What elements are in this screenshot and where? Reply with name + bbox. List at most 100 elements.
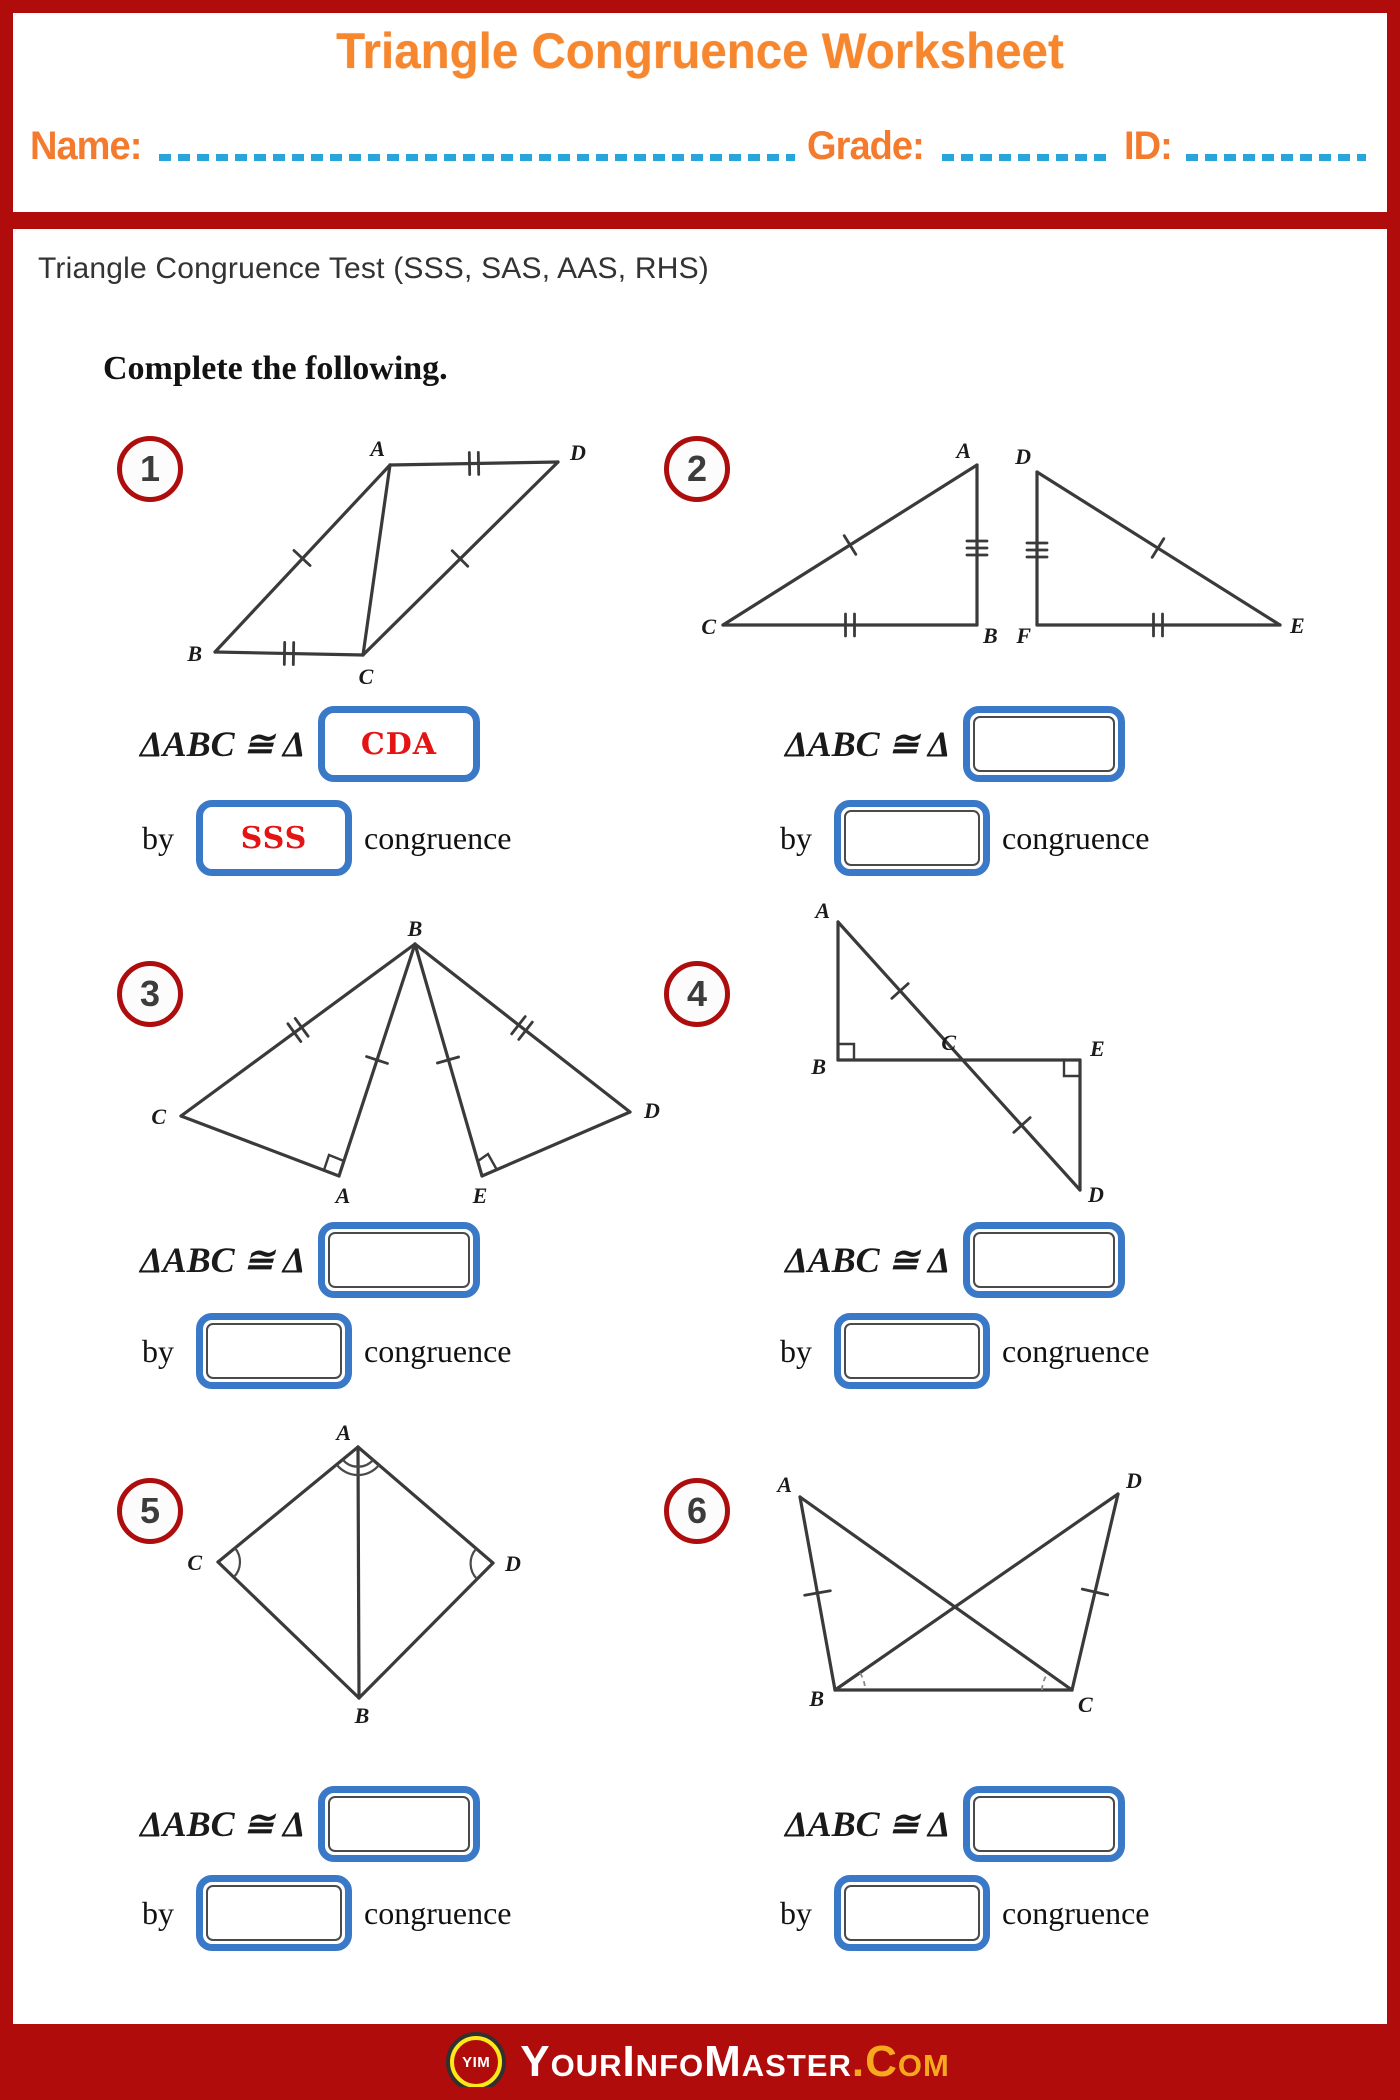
vertex-label: D xyxy=(1087,1182,1104,1207)
problem-1-number-badge: 1 xyxy=(117,436,183,502)
answer-box-inner xyxy=(844,810,980,866)
vertex-label: E xyxy=(1289,613,1305,638)
problem-2-test-row: by congruence xyxy=(780,796,1149,880)
problem-3-diagram: B C A E D xyxy=(151,920,660,1208)
statement-prefix: ΔABC ≅ Δ xyxy=(785,1804,951,1844)
vertex-label: B xyxy=(354,1703,370,1728)
problem-6-test-answer-box[interactable] xyxy=(834,1875,990,1951)
by-label: by xyxy=(142,819,174,856)
problem-2-statement-row: ΔABC ≅ Δ xyxy=(785,702,1125,786)
vertex-label: A xyxy=(813,900,830,923)
vertex-label: C xyxy=(941,1030,956,1055)
problem-4-statement-row: ΔABC ≅ Δ xyxy=(785,1218,1125,1302)
worksheet-subtitle: Triangle Congruence Test (SSS, SAS, AAS,… xyxy=(38,252,709,285)
congruence-label: congruence xyxy=(364,1894,512,1931)
vertex-label: A xyxy=(775,1472,792,1497)
statement-prefix: ΔABC ≅ Δ xyxy=(140,724,306,764)
vertex-label: C xyxy=(1078,1692,1093,1717)
congruence-label: congruence xyxy=(1002,819,1150,856)
vertex-label: C xyxy=(151,1104,166,1129)
answer-box-inner xyxy=(206,1323,342,1379)
vertex-label: B xyxy=(810,1054,826,1079)
problem-4-diagram: A B C E D xyxy=(810,900,1105,1207)
problem-6-test-row: by congruence xyxy=(780,1871,1149,1955)
vertex-label: A xyxy=(334,1425,351,1445)
problem-3-test-answer-box[interactable] xyxy=(196,1313,352,1389)
vertex-label: C xyxy=(359,664,374,689)
problem-6-diagram: A D B C xyxy=(775,1468,1142,1717)
answer-box-inner xyxy=(844,1885,980,1941)
vertex-label: A xyxy=(334,1183,351,1208)
answer-box-inner xyxy=(973,716,1115,772)
problem-3-test-row: by congruence xyxy=(142,1309,511,1393)
instruction-text: Complete the following. xyxy=(103,350,448,387)
problem-1-test-row: by SSS congruence xyxy=(142,796,511,880)
by-label: by xyxy=(142,1894,174,1931)
vertex-label: F xyxy=(1015,623,1031,648)
vertex-label: E xyxy=(472,1183,488,1208)
problem-4-test-answer-box[interactable] xyxy=(834,1313,990,1389)
by-label: by xyxy=(780,1332,812,1369)
by-label: by xyxy=(780,1894,812,1931)
id-input-line[interactable] xyxy=(1186,154,1366,161)
statement-prefix: ΔABC ≅ Δ xyxy=(785,724,951,764)
vertex-label: A xyxy=(954,438,971,463)
problem-1-statement-row: ΔABC ≅ Δ CDA xyxy=(140,702,480,786)
problem-5-diagram: A C D B xyxy=(187,1425,521,1728)
answer-box-inner xyxy=(844,1323,980,1379)
answer-box-inner xyxy=(328,1796,470,1852)
statement-prefix: ΔABC ≅ Δ xyxy=(140,1240,306,1280)
answer-box-inner xyxy=(206,1885,342,1941)
problem-4-number-badge: 4 xyxy=(664,961,730,1027)
problem-6-triangle-answer-box[interactable] xyxy=(963,1786,1125,1862)
vertex-label: D xyxy=(1014,444,1031,469)
vertex-label: E xyxy=(1089,1036,1105,1061)
problem-3-statement-row: ΔABC ≅ Δ xyxy=(140,1218,480,1302)
statement-prefix: ΔABC ≅ Δ xyxy=(785,1240,951,1280)
vertex-label: B xyxy=(982,623,998,648)
problem-2-number-badge: 2 xyxy=(664,436,730,502)
site-name: YourInfoMaster xyxy=(520,2037,852,2086)
vertex-label: B xyxy=(186,641,202,666)
congruence-label: congruence xyxy=(1002,1332,1150,1369)
vertex-label: D xyxy=(643,1098,660,1123)
problem-2-diagram: A D C B F E xyxy=(701,438,1305,648)
problem-2-triangle-answer-box[interactable] xyxy=(963,706,1125,782)
red-divider xyxy=(0,212,1400,229)
site-tld: .Com xyxy=(851,2037,950,2086)
problem-5-test-row: by congruence xyxy=(142,1871,511,1955)
grade-input-line[interactable] xyxy=(941,154,1112,161)
vertex-label: D xyxy=(504,1551,521,1576)
name-input-line[interactable] xyxy=(159,154,795,161)
problem-1-triangle-answer-box[interactable]: CDA xyxy=(318,706,480,782)
vertex-label: C xyxy=(701,614,716,639)
problem-6-number-badge: 6 xyxy=(664,1478,730,1544)
id-label: ID: xyxy=(1123,124,1173,168)
site-link[interactable]: YourInfoMaster.Com xyxy=(520,2040,950,2084)
problem-1-triangle-answer: CDA xyxy=(360,726,438,762)
problem-5-triangle-answer-box[interactable] xyxy=(318,1786,480,1862)
problem-1-test-answer-box[interactable]: SSS xyxy=(196,800,352,876)
student-info-row: Name: Grade: ID: xyxy=(30,112,1366,168)
yim-logo: YIM xyxy=(450,2036,503,2088)
name-label: Name: xyxy=(30,124,142,168)
congruence-label: congruence xyxy=(364,1332,512,1369)
problem-5-test-answer-box[interactable] xyxy=(196,1875,352,1951)
problem-5-number-badge: 5 xyxy=(117,1478,183,1544)
answer-box-inner xyxy=(973,1232,1115,1288)
problem-4-triangle-answer-box[interactable] xyxy=(963,1222,1125,1298)
answer-box-inner xyxy=(328,1232,470,1288)
vertex-label: B xyxy=(407,920,423,941)
answer-box-inner xyxy=(973,1796,1115,1852)
yim-logo-text: YIM xyxy=(462,2053,491,2071)
problem-6-statement-row: ΔABC ≅ Δ xyxy=(785,1782,1125,1866)
grade-label: Grade: xyxy=(806,124,925,168)
problem-2-test-answer-box[interactable] xyxy=(834,800,990,876)
problem-3-triangle-answer-box[interactable] xyxy=(318,1222,480,1298)
vertex-label: A xyxy=(368,436,385,461)
congruence-label: congruence xyxy=(364,819,512,856)
vertex-label: D xyxy=(1125,1468,1142,1493)
page-title: Triangle Congruence Worksheet xyxy=(336,23,1064,79)
by-label: by xyxy=(780,819,812,856)
